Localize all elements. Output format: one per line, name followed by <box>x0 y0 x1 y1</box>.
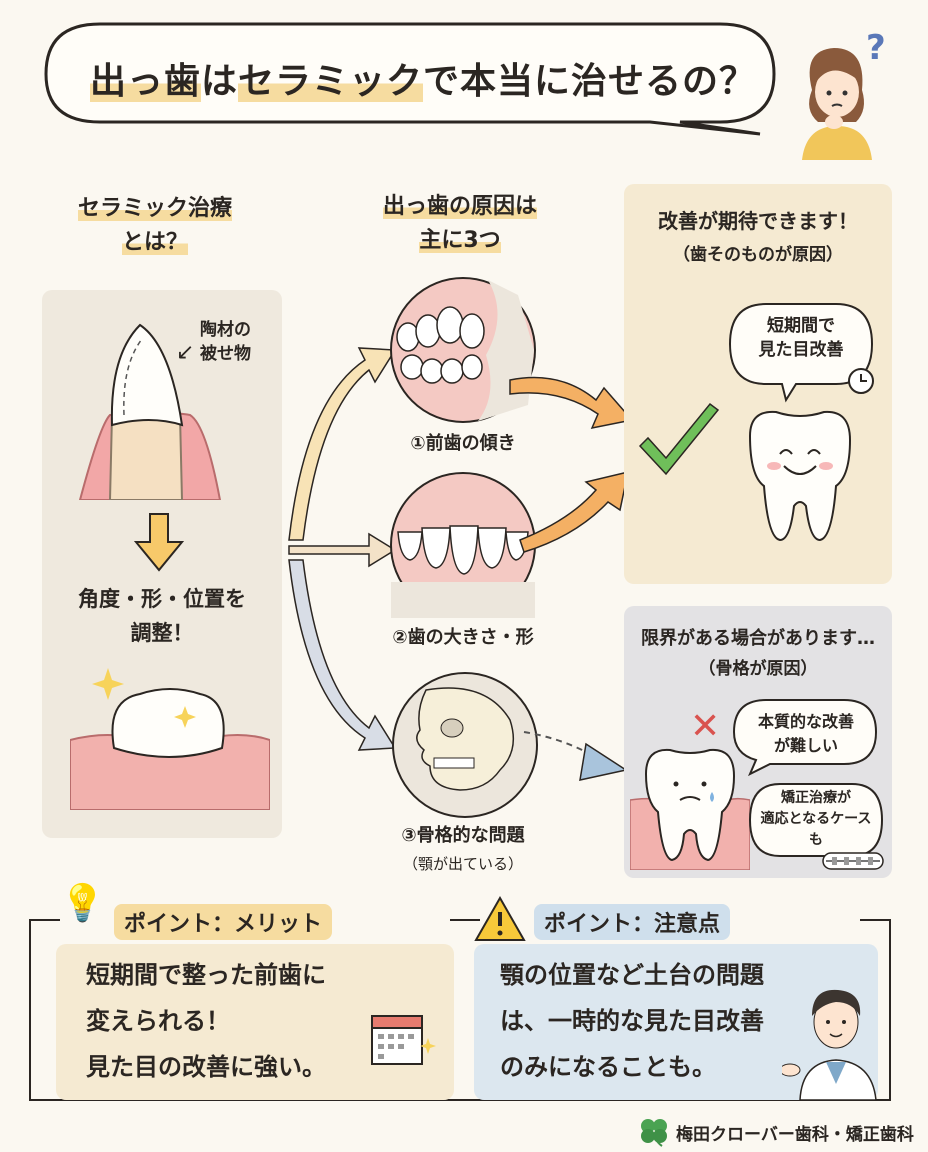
adjust-text: 角度・形・位置を 調整！ <box>46 582 278 650</box>
clock-icon <box>848 368 874 394</box>
merit-body: 短期間で整った前歯に 変えられる！ 見た目の改善に強い。 <box>86 952 436 1090</box>
happy-tooth-icon <box>748 410 852 542</box>
clover-logo-icon <box>641 1119 667 1147</box>
question-mark-icon: ? <box>866 28 886 68</box>
cause3-sublabel: （顎が出ている） <box>402 855 523 873</box>
improvement-heading-line2: （歯そのものが原因） <box>673 245 843 265</box>
ceramic-heading: セラミック治療 とは？ <box>40 192 270 260</box>
finished-crown-illustration <box>70 668 270 810</box>
improvement-heading: 改善が期待できます！ （歯そのものが原因） <box>624 204 892 272</box>
ceramic-heading-line2: とは？ <box>121 230 188 255</box>
limit-bubble2-line1: 矯正治療が <box>781 790 851 806</box>
title-keyword-ceramic: セラミック <box>238 61 424 102</box>
causes-heading-line1: 出っ歯の原因は <box>382 194 537 219</box>
improvement-speech-bubble <box>728 303 874 403</box>
page-title: 出っ歯はセラミックで本当に治せるの？ <box>90 52 755 104</box>
light-bulb-icon: 💡 <box>60 883 105 924</box>
limit-bubble1-text: 本質的な改善 が難しい <box>736 710 876 758</box>
improvement-bubble-line1: 短期間で <box>767 316 835 336</box>
limit-bubble2-text: 矯正治療が 適応となるケース も <box>748 788 884 851</box>
cause3-skull-illustration <box>392 672 538 818</box>
cause1-label: ①前歯の傾き <box>410 433 516 454</box>
title-keyword-protruding: 出っ歯 <box>90 61 202 102</box>
clinic-name: 梅田クローバー歯科・矯正歯科 <box>676 1125 914 1145</box>
crown-label-line1: 陶材の <box>200 320 251 340</box>
limit-speech-bubble-1 <box>732 699 878 776</box>
caution-line1: 顎の位置など土台の問題 <box>500 961 764 989</box>
improvement-bubble-text: 短期間で 見た目改善 <box>730 314 872 362</box>
merit-line2: 変えられる！ <box>86 1007 230 1035</box>
check-mark-icon <box>638 402 720 476</box>
cause1-teeth-illustration <box>390 277 536 423</box>
limit-heading-line2: （骨格が原因） <box>698 659 818 679</box>
branch-arrows <box>288 347 397 751</box>
pointer-arrow-icon: ↙ <box>176 340 195 365</box>
cause3-label: ③骨格的な問題 <box>401 825 525 846</box>
ceramic-heading-line1: セラミック治療 <box>77 196 232 221</box>
warning-icon <box>474 896 526 941</box>
limit-bubble2-line2: 適応となるケース <box>760 811 872 827</box>
caution-title: ポイント：注意点 <box>534 904 731 940</box>
bottom-frame <box>29 919 891 1101</box>
merit-line3: 見た目の改善に強い。 <box>86 1053 326 1081</box>
title-particle: は <box>201 61 239 102</box>
cross-mark-icon: ✕ <box>690 706 721 747</box>
caution-body: 顎の位置など土台の問題 は、一時的な見た目改善 のみになることも。 <box>500 952 800 1090</box>
merit-line1: 短期間で整った前歯に <box>86 961 326 989</box>
dentist-illustration <box>782 989 877 1100</box>
braces-icon <box>822 852 884 870</box>
cause2-label: ②歯の大きさ・形 <box>392 627 534 648</box>
down-arrow-icon <box>134 513 184 572</box>
thinking-woman-illustration <box>802 48 872 160</box>
causes-heading: 出っ歯の原因は 主に3つ <box>345 190 575 258</box>
merit-title: ポイント：メリット <box>114 904 333 940</box>
adjust-line2: 調整！ <box>130 621 194 645</box>
dashed-arrow-to-limit <box>523 731 628 781</box>
ceramic-crown-tooth-illustration <box>78 323 222 500</box>
calendar-icon <box>371 1015 436 1065</box>
limit-bubble2-line3: も <box>809 832 823 848</box>
crown-label-line2: 被せ物 <box>200 344 251 364</box>
improvement-bubble-line2: 見た目改善 <box>758 340 844 360</box>
limit-heading-line1: 限界がある場合があります… <box>641 628 875 649</box>
limit-heading: 限界がある場合があります… （骨格が原因） <box>624 624 892 684</box>
limit-bubble1-line2: が難しい <box>773 736 838 755</box>
improvement-heading-line1: 改善が期待できます！ <box>658 209 858 233</box>
porcelain-crown-label: 陶材の 被せ物 <box>200 318 280 366</box>
title-question: で本当に治せるの？ <box>423 61 757 102</box>
arrows-to-good <box>509 376 634 553</box>
caution-line3: のみになることも。 <box>500 1053 716 1081</box>
worried-tooth-icon <box>630 748 750 870</box>
causes-heading-line2: 主に3つ <box>419 228 501 253</box>
adjust-line1: 角度・形・位置を <box>78 587 246 611</box>
caution-line2: は、一時的な見た目改善 <box>500 1007 764 1035</box>
limit-bubble1-line1: 本質的な改善 <box>757 712 854 731</box>
